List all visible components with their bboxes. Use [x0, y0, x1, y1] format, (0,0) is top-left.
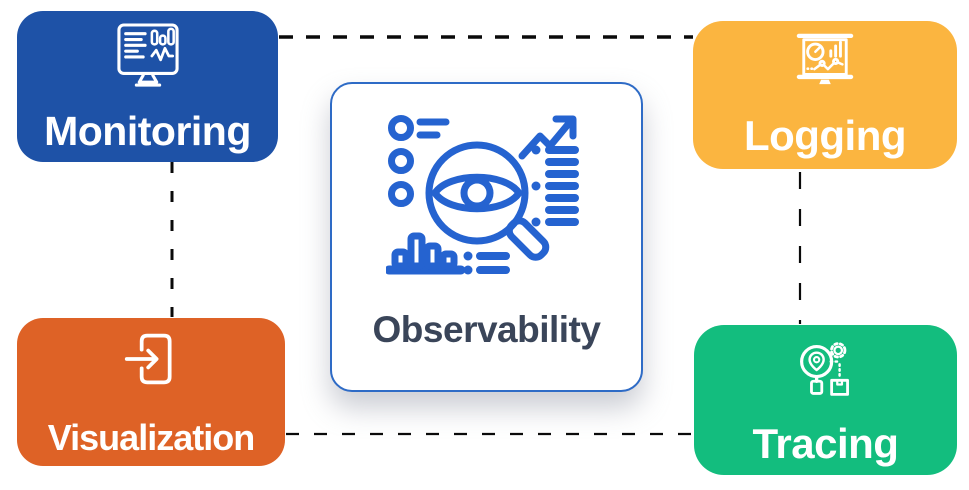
eye-magnifier-analytics-icon — [384, 110, 588, 287]
center-card-label: Observability — [372, 309, 601, 350]
node-logging-label: Logging — [743, 112, 907, 159]
sign-in-arrow-icon — [123, 331, 179, 387]
node-tracing-label: Tracing — [752, 420, 899, 467]
monitor-dashboard-icon — [116, 23, 179, 89]
node-logging: Logging — [693, 21, 957, 169]
center-card-observability: Observability — [330, 82, 643, 392]
node-visualization-label: Visualization — [47, 417, 255, 458]
presentation-charts-icon — [796, 32, 854, 88]
node-tracing: Tracing — [694, 325, 957, 475]
location-search-package-icon — [796, 339, 856, 401]
node-monitoring: Monitoring — [17, 11, 278, 162]
node-monitoring-label: Monitoring — [44, 108, 251, 154]
node-visualization: Visualization — [17, 318, 285, 466]
